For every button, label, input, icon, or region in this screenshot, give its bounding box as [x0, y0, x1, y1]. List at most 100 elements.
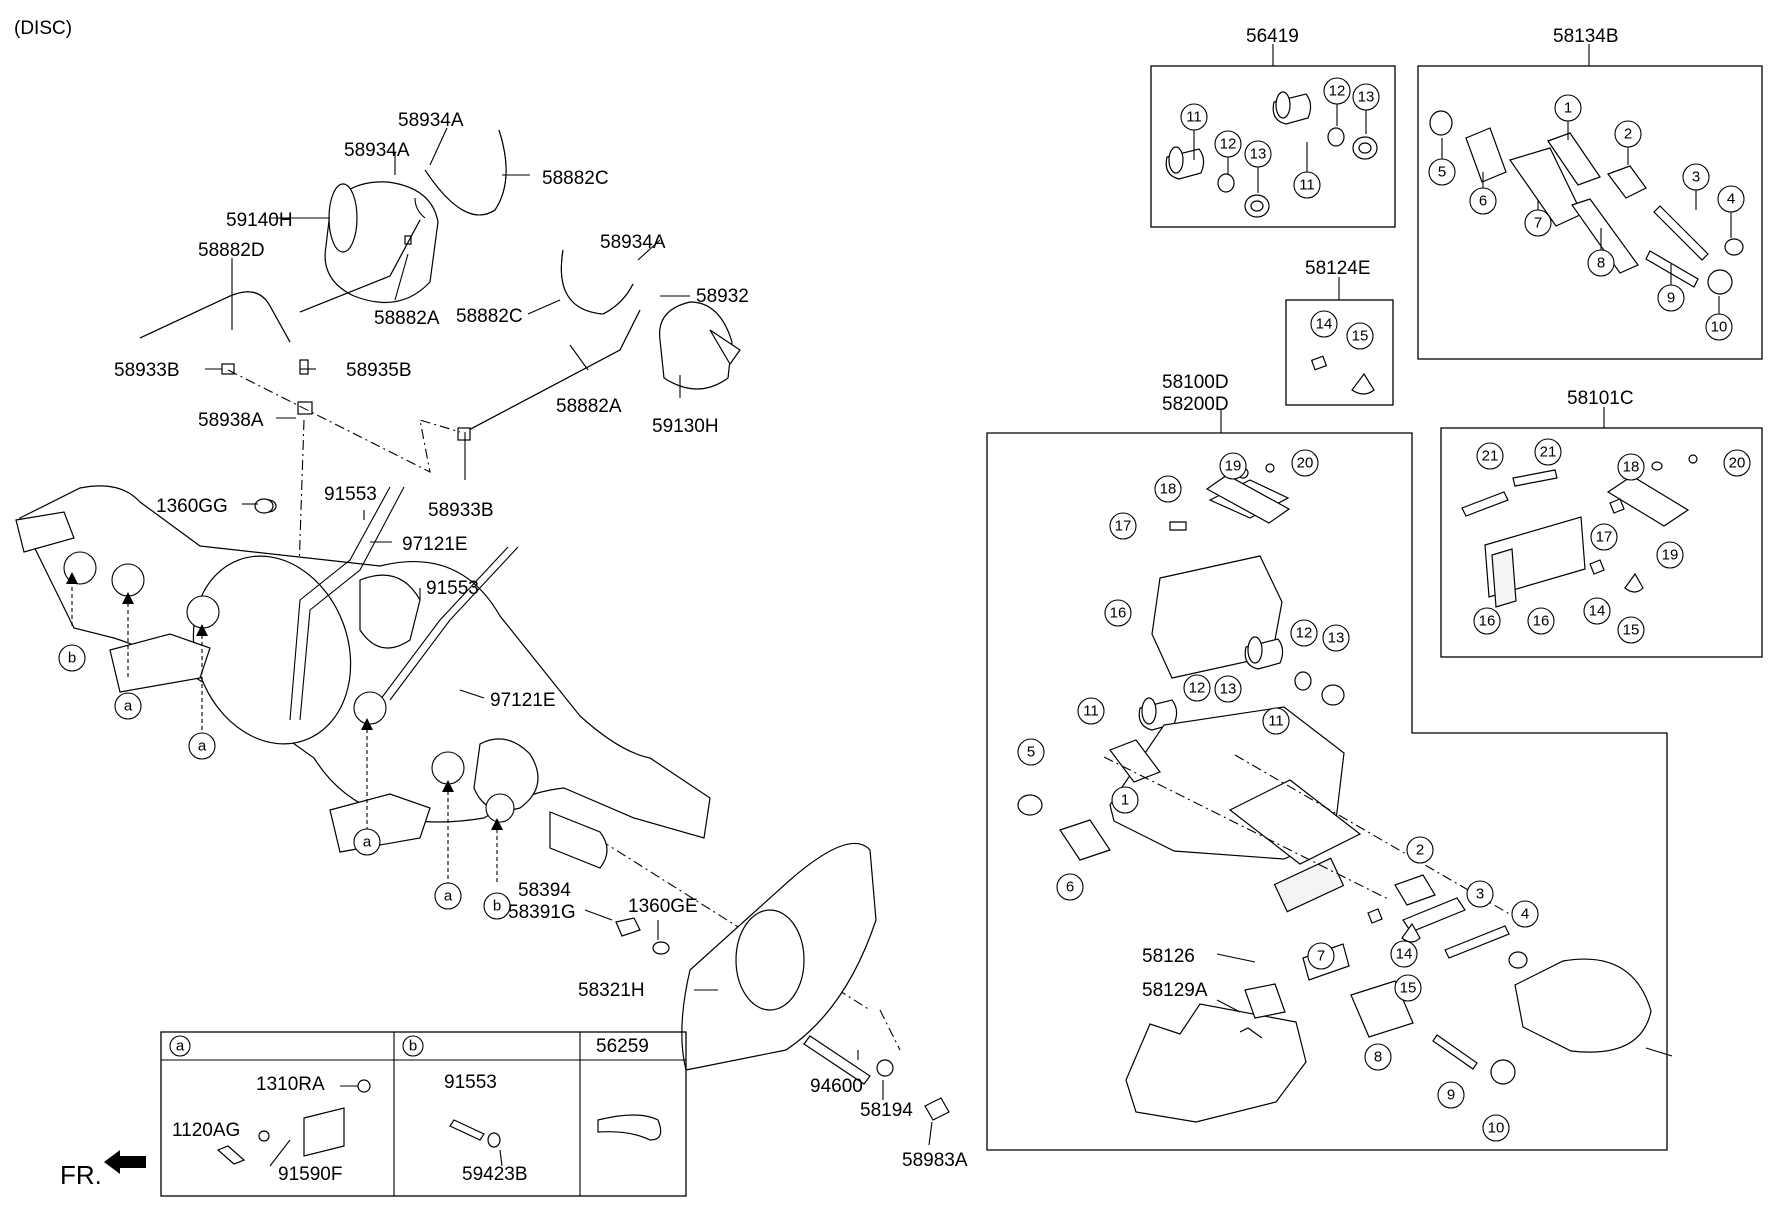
legend-col-b: b	[409, 1038, 417, 1055]
item-badge-number: 10	[1488, 1120, 1505, 1137]
legend-col-a: a	[176, 1038, 185, 1055]
group-box-58101C	[1440, 427, 1763, 658]
item-badge-circle	[1617, 616, 1645, 644]
callout-markers: b a a a a b	[58, 644, 511, 920]
item-badge-number: 12	[1296, 625, 1313, 642]
item-badge-circle	[1428, 158, 1456, 186]
item-badge-number: 7	[1317, 948, 1325, 965]
front-direction-indicator: FR.	[60, 1150, 146, 1190]
item-badge-circle	[1104, 599, 1132, 627]
item-badge-circle	[1390, 940, 1418, 968]
item-badge-circle	[1219, 452, 1247, 480]
item-badge-circle	[1183, 674, 1211, 702]
guide-pin-kit-drawing	[1429, 110, 1744, 295]
part-label-58933B-2: 58933B	[428, 500, 494, 521]
group-label-58101C: 58101C	[1567, 388, 1634, 409]
axle-assembly-drawing	[15, 129, 950, 1121]
item-badge-number: 21	[1482, 448, 1499, 465]
part-label-1360GG: 1360GG	[156, 496, 228, 517]
item-badge-circle	[1214, 130, 1242, 158]
item-badge-number: 13	[1220, 681, 1237, 698]
part-label-58934A-3: 58934A	[600, 232, 666, 253]
callout-b-1: b	[68, 650, 76, 667]
group-label-58100D: 58100D	[1162, 372, 1229, 393]
item-badge-number: 14	[1589, 603, 1606, 620]
item-badge-number: 1	[1121, 792, 1129, 809]
boot-kit-drawing	[1165, 91, 1378, 218]
item-badge-circle	[1527, 607, 1555, 635]
sensor-kit-drawing	[1310, 355, 1375, 395]
item-badge-number: 21	[1540, 444, 1557, 461]
item-badge-number: 17	[1115, 518, 1132, 535]
item-badge-number: 2	[1416, 842, 1424, 859]
item-badge-circle	[1723, 449, 1751, 477]
item-badge-circle	[1406, 836, 1434, 864]
item-badge-circle	[1476, 442, 1504, 470]
part-label-1360GE: 1360GE	[628, 896, 698, 917]
item-badge-number: 17	[1596, 529, 1613, 546]
part-label-58933B-1: 58933B	[114, 360, 180, 381]
item-badge-number: 18	[1160, 481, 1177, 498]
item-badge-number: 15	[1623, 622, 1640, 639]
item-badge-circle	[1656, 541, 1684, 569]
item-badge-circle	[1524, 209, 1552, 237]
item-badge-circle	[1056, 873, 1084, 901]
item-badge-number: 5	[1438, 164, 1446, 181]
item-badge-number: 6	[1066, 879, 1074, 896]
item-badge-circle	[1705, 313, 1733, 341]
group-label-58124E: 58124E	[1305, 258, 1371, 279]
pad-kit-drawing	[1461, 454, 1698, 608]
part-label-58321H: 58321H	[578, 980, 645, 1001]
legend-table: a b 56259 1310RA 1120AG 91590F 91553 594…	[160, 1031, 687, 1197]
item-badge-number: 12	[1220, 136, 1237, 153]
group-box-58134B	[1417, 65, 1763, 360]
item-badge-circle	[1262, 707, 1290, 735]
item-badge-number: 16	[1533, 613, 1550, 630]
item-badge-number: 14	[1396, 946, 1413, 963]
item-badge-number: 2	[1624, 126, 1632, 143]
group-label-56419: 56419	[1246, 26, 1299, 47]
item-badge-circle	[1473, 607, 1501, 635]
item-badge-number: 12	[1329, 83, 1346, 100]
legend-a-1120AG: 1120AG	[172, 1120, 240, 1141]
item-badge-circle	[1109, 512, 1137, 540]
part-label-58391G: 58391G	[508, 902, 576, 923]
part-label-58935B: 58935B	[346, 360, 412, 381]
part-label-97121E-2: 97121E	[490, 690, 556, 711]
item-badge-circle	[1469, 187, 1497, 215]
part-label-58126: 58126	[1142, 946, 1195, 967]
item-badge-number: 20	[1729, 455, 1746, 472]
item-badge-circle	[1346, 322, 1374, 350]
item-badge-circle	[1587, 249, 1615, 277]
legend-b-91553: 91553	[444, 1072, 497, 1093]
part-label-58394: 58394	[518, 880, 571, 901]
legend-a-91590F: 91590F	[278, 1164, 342, 1185]
legend-col-56259: 56259	[596, 1036, 649, 1057]
part-label-58934A-2: 58934A	[344, 140, 410, 161]
legend-a-1310RA: 1310RA	[256, 1074, 325, 1095]
item-badge-number: 14	[1316, 316, 1333, 333]
item-badge-number: 11	[1268, 713, 1284, 730]
item-badge-number: 6	[1479, 193, 1487, 210]
part-label-58882C-1: 58882C	[542, 168, 609, 189]
item-badge-circle	[1293, 171, 1321, 199]
item-badge-circle	[1291, 449, 1319, 477]
item-badge-number: 4	[1521, 906, 1529, 923]
item-badge-circle	[1111, 786, 1139, 814]
item-badge-circle	[1017, 738, 1045, 766]
group-box-58124E	[1285, 299, 1394, 406]
item-badge-circle	[1482, 1114, 1510, 1142]
item-badge-circle	[1322, 624, 1350, 652]
item-badge-number: 1	[1564, 100, 1572, 117]
item-badge-number: 15	[1352, 328, 1369, 345]
part-label-58932: 58932	[696, 286, 749, 307]
item-badge-number: 13	[1358, 89, 1375, 106]
variant-label: (DISC)	[14, 18, 72, 39]
front-label: FR.	[60, 1160, 102, 1190]
callout-a-1: a	[124, 698, 133, 715]
item-badge-circle	[1511, 900, 1539, 928]
part-label-91553-2: 91553	[426, 578, 479, 599]
item-badge-number: 11	[1083, 703, 1099, 720]
item-badge-number: 16	[1479, 613, 1496, 630]
item-badge-number: 13	[1328, 630, 1345, 647]
